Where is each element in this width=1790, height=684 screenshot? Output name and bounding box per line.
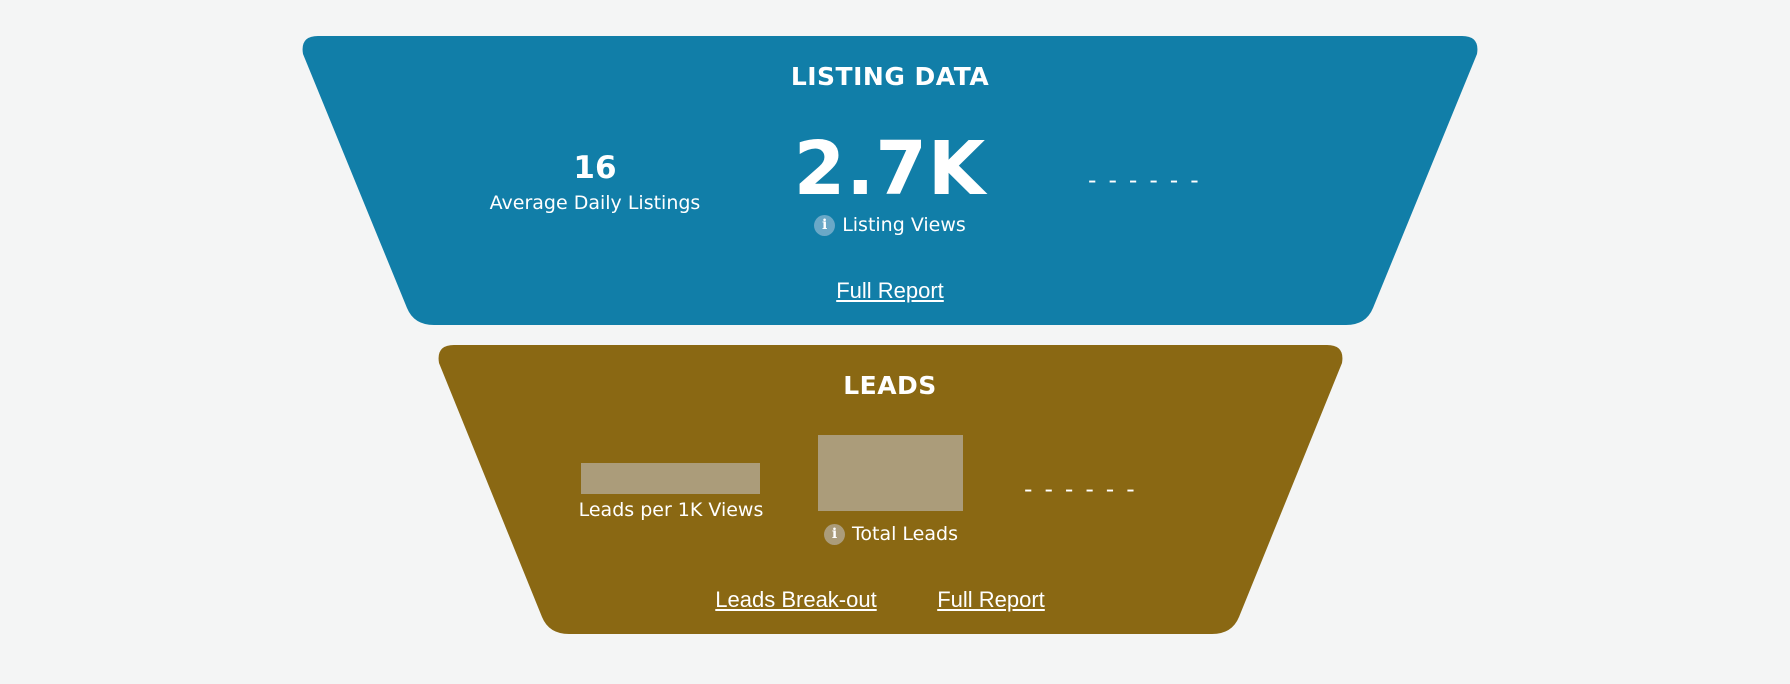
average-daily-listings-value: 16	[573, 150, 617, 186]
total-leads-value-placeholder	[818, 435, 963, 511]
listing-full-report-link[interactable]: Full Report	[836, 278, 944, 303]
listing-views-label-row: i Listing Views	[740, 214, 1040, 236]
leads-per-1k-value-placeholder	[581, 463, 760, 494]
listing-third-metric-value: ------	[1085, 166, 1208, 194]
total-leads-label-row: i Total Leads	[791, 523, 991, 545]
average-daily-listings-label: Average Daily Listings	[489, 192, 701, 214]
listing-views-label: Listing Views	[842, 214, 966, 236]
listing-data-title: LISTING DATA	[790, 62, 990, 91]
leads-third-metric-value: ------	[1021, 475, 1144, 503]
leads-breakout-link[interactable]: Leads Break-out	[715, 587, 877, 612]
listing-data-panel: LISTING DATA 16 Average Daily Listings 2…	[300, 36, 1480, 325]
leads-full-report-link[interactable]: Full Report	[937, 587, 1045, 612]
total-leads-label: Total Leads	[852, 523, 958, 545]
leads-panel: LEADS Leads per 1K Views i Total Leads --…	[436, 345, 1345, 634]
info-icon[interactable]: i	[824, 524, 846, 545]
leads-title: LEADS	[843, 371, 937, 400]
info-icon[interactable]: i	[814, 215, 836, 236]
listing-views-value: 2.7K	[793, 126, 987, 212]
leads-per-1k-label: Leads per 1K Views	[578, 499, 764, 521]
listing-data-band-shape	[302, 36, 1478, 325]
